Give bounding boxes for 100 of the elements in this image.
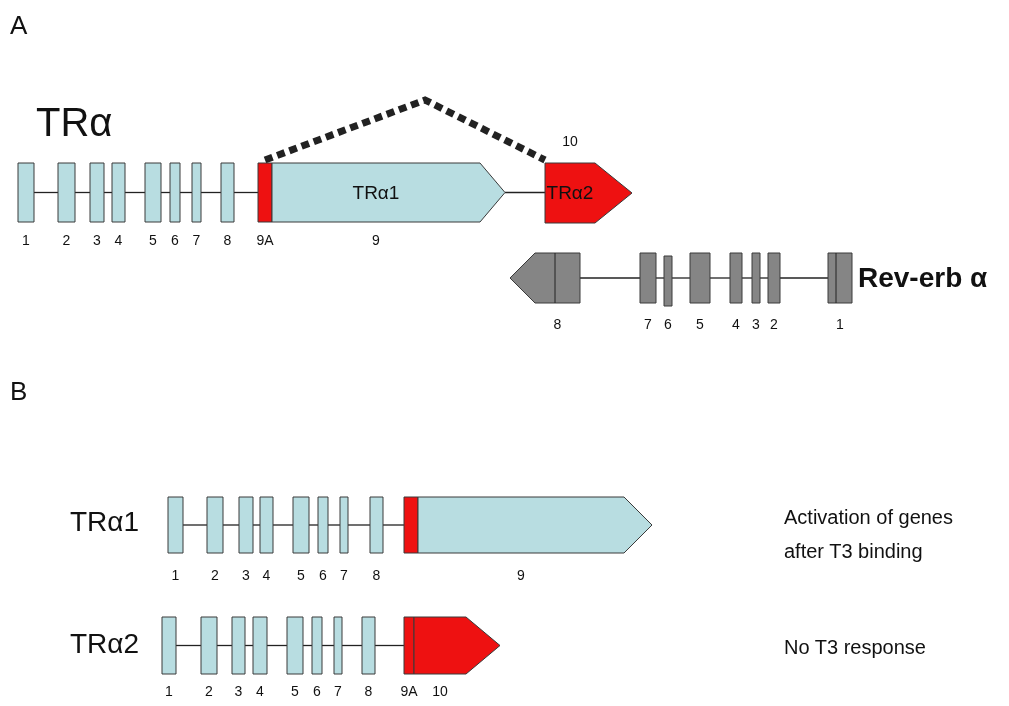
exon-block <box>730 253 742 303</box>
panel-letter: A <box>10 10 28 41</box>
exon-number: 2 <box>205 683 213 699</box>
exon-number: 1 <box>171 567 180 583</box>
exon-block <box>370 497 383 553</box>
exon-number: 4 <box>256 683 264 699</box>
exon-block <box>112 163 125 222</box>
exon-number: 5 <box>149 232 157 248</box>
panel-letter: B <box>10 376 28 407</box>
intron-line <box>252 524 261 526</box>
intron-line <box>382 524 405 526</box>
intron-line <box>741 277 753 279</box>
exon-number: 5 <box>297 567 305 583</box>
intron-line <box>33 191 59 194</box>
exon-number: 10 <box>562 133 578 149</box>
exon-number: 7 <box>644 316 652 332</box>
exon-block <box>664 256 672 306</box>
exon-block <box>58 163 75 222</box>
exon-number: 7 <box>334 683 342 699</box>
isoform-name: TRα1 <box>70 506 140 538</box>
exon-number: 6 <box>171 232 179 248</box>
exon-number: 3 <box>93 232 101 248</box>
exon-block <box>334 617 342 674</box>
exon-number: 4 <box>114 232 123 248</box>
intron-line <box>200 191 222 194</box>
exon-number: 3 <box>752 316 760 332</box>
gene-name: TRα <box>36 100 113 145</box>
exon-block <box>318 497 328 553</box>
exon-block <box>162 617 176 674</box>
exon-block <box>207 497 223 553</box>
intron-line <box>374 644 405 647</box>
exon-block <box>752 253 760 303</box>
exon-block <box>232 617 245 674</box>
intron-line <box>266 644 288 647</box>
exon-block <box>201 617 217 674</box>
exon-label: TRα2 <box>545 182 595 204</box>
exon-block <box>253 617 267 674</box>
exon-block <box>362 617 375 674</box>
exon-block <box>18 163 34 222</box>
exon-number: 3 <box>242 567 250 583</box>
intron-line <box>655 277 665 279</box>
exon-number: 8 <box>372 567 381 583</box>
exon-number: 4 <box>262 567 271 583</box>
exon-label: TRα1 <box>351 181 401 204</box>
exon-block <box>145 163 161 222</box>
exon-block <box>404 617 414 674</box>
exon-number: 2 <box>211 567 219 583</box>
intron-line <box>124 191 146 194</box>
exon-number: 8 <box>364 683 373 699</box>
intron-line <box>308 524 319 526</box>
intron-line <box>759 277 769 279</box>
intron-line <box>327 524 341 526</box>
pointed-exon-block <box>272 163 505 222</box>
exon-number: 6 <box>664 316 672 332</box>
exon-number: 10 <box>432 683 448 699</box>
exon-number: 1 <box>836 316 844 332</box>
pointed-exon-block <box>418 497 652 553</box>
exon-block <box>640 253 656 303</box>
exon-number: 9A <box>256 232 274 248</box>
exon-block <box>258 163 272 222</box>
exon-block <box>293 497 309 553</box>
exon-block <box>404 497 418 553</box>
exon-number: 8 <box>223 232 232 248</box>
exon-block <box>828 253 852 303</box>
exon-block <box>168 497 183 553</box>
intron-line <box>504 191 546 194</box>
pointed-exon-block <box>414 617 500 674</box>
intron-line <box>341 644 363 647</box>
exon-number: 2 <box>770 316 778 332</box>
intron-line <box>233 191 259 194</box>
intron-line <box>182 524 208 526</box>
exon-number: 1 <box>165 683 173 699</box>
exon-number: 5 <box>696 316 704 332</box>
exon-block <box>90 163 104 222</box>
exon-number: 3 <box>234 683 243 699</box>
exon-number: 2 <box>62 232 71 248</box>
exon-number: 8 <box>553 316 562 332</box>
exon-number: 9 <box>372 232 380 248</box>
exon-number: 9A <box>400 683 418 699</box>
exon-number: 9 <box>517 567 525 583</box>
intron-line <box>347 524 371 526</box>
exon-block <box>340 497 348 553</box>
exon-block <box>170 163 180 222</box>
exon-number: 6 <box>313 683 321 699</box>
exon-block <box>312 617 322 674</box>
intron-line <box>222 524 240 526</box>
exon-number: 4 <box>732 316 740 332</box>
exon-number: 1 <box>22 232 30 248</box>
intron-line <box>272 524 294 526</box>
exon-block <box>221 163 234 222</box>
intron-line <box>175 644 202 647</box>
pointed-exon-block <box>545 163 632 223</box>
exon-block <box>287 617 303 674</box>
gene-name: Rev-erb α <box>858 262 988 294</box>
intron-line <box>779 277 829 279</box>
exon-block <box>690 253 710 303</box>
exon-number: 6 <box>319 567 327 583</box>
exon-number: 5 <box>291 683 299 699</box>
exon-number: 7 <box>340 567 348 583</box>
exon-number: 7 <box>192 232 201 248</box>
